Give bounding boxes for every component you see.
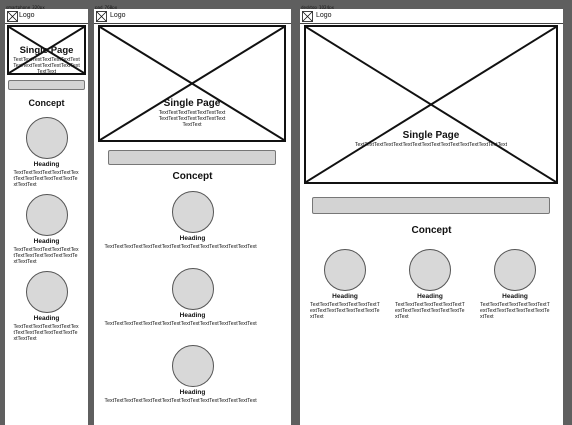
concept-heading: Concept bbox=[172, 171, 213, 182]
feature-item: Heading TextTextTextTextTextTextTextText… bbox=[94, 191, 291, 250]
feature-text: TextTextTextTextTextTextTextTextTextText… bbox=[310, 302, 380, 321]
content-bar[interactable] bbox=[8, 80, 85, 90]
feature-item: Heading TextTextTextTextTextTextTextText… bbox=[388, 249, 472, 321]
hero-text: TextTextTextTextTextTextTextTextTextText… bbox=[13, 56, 80, 75]
feature-text: TextTextTextTextTextTextTextTextTextText… bbox=[104, 244, 257, 250]
logo-text: Logo bbox=[19, 12, 35, 19]
feature-text: TextTextTextTextTextTextTextTextTextText… bbox=[13, 247, 79, 266]
header-divider bbox=[300, 23, 563, 24]
feature-heading: Heading bbox=[332, 293, 358, 300]
feature-item: Heading TextTextTextTextTextTextTextText… bbox=[5, 271, 88, 343]
artboard-label-large: desktop_1024px bbox=[301, 5, 335, 10]
feature-text: TextTextTextTextTextTextTextTextTextText… bbox=[104, 398, 257, 404]
feature-image-circle bbox=[25, 194, 68, 236]
hero-image-placeholder: Single Page TextTextTextTextTextTextText… bbox=[7, 25, 86, 75]
concept-heading: Concept bbox=[411, 225, 452, 236]
feature-text: TextTextTextTextTextTextTextTextTextText… bbox=[13, 170, 79, 189]
hero-text: TextTextTextTextTextTextTextTextTextText… bbox=[354, 142, 508, 148]
feature-image-circle bbox=[171, 345, 214, 387]
feature-text: TextTextTextTextTextTextTextTextTextText… bbox=[480, 302, 550, 321]
hero-image-placeholder: Single Page TextTextTextTextTextTextText… bbox=[98, 25, 286, 142]
feature-text: TextTextTextTextTextTextTextTextTextText… bbox=[104, 321, 257, 327]
feature-image-circle bbox=[324, 249, 366, 291]
feature-text: TextTextTextTextTextTextTextTextTextText… bbox=[395, 302, 465, 321]
feature-item: Heading TextTextTextTextTextTextTextText… bbox=[473, 249, 557, 321]
artboard-pad: Logo Single Page TextTextTextTextTextTex… bbox=[94, 9, 291, 425]
feature-heading: Heading bbox=[179, 312, 206, 319]
header-divider bbox=[94, 23, 291, 24]
feature-item: Heading TextTextTextTextTextTextTextText… bbox=[303, 249, 387, 321]
placeholder-cross-icon bbox=[100, 27, 284, 140]
placeholder-cross-icon bbox=[306, 27, 556, 182]
feature-heading: Heading bbox=[33, 238, 60, 245]
feature-image-circle bbox=[494, 249, 536, 291]
feature-image-circle bbox=[409, 249, 451, 291]
hero-text: TextTextTextTextTextTextTextTextTextText… bbox=[158, 110, 226, 129]
artboard-smartphone: Logo Single Page TextTextTextTextTextTex… bbox=[5, 9, 88, 425]
logo-text: Logo bbox=[110, 12, 126, 19]
feature-heading: Heading bbox=[33, 161, 60, 168]
hero-title: Single Page bbox=[163, 98, 221, 109]
feature-item: Heading TextTextTextTextTextTextTextText… bbox=[94, 345, 291, 404]
logo-placeholder-icon bbox=[96, 11, 107, 22]
logo-placeholder-icon bbox=[302, 11, 313, 22]
placeholder-cross-icon bbox=[9, 27, 84, 73]
feature-image-circle bbox=[171, 268, 214, 310]
feature-heading: Heading bbox=[33, 315, 60, 322]
artboard-desktop: Logo Single Page TextTextTextTextTextTex… bbox=[300, 9, 563, 425]
hero-image-placeholder: Single Page TextTextTextTextTextTextText… bbox=[304, 25, 558, 184]
feature-item: Heading TextTextTextTextTextTextTextText… bbox=[5, 117, 88, 189]
feature-heading: Heading bbox=[502, 293, 528, 300]
feature-item: Heading TextTextTextTextTextTextTextText… bbox=[5, 194, 88, 266]
feature-image-circle bbox=[25, 117, 68, 159]
hero-title: Single Page bbox=[19, 45, 74, 56]
feature-image-circle bbox=[171, 191, 214, 233]
hero-title: Single Page bbox=[402, 130, 460, 141]
content-bar[interactable] bbox=[108, 150, 276, 165]
artboard-label-medium: pad_768px bbox=[95, 5, 118, 10]
content-bar[interactable] bbox=[312, 197, 550, 214]
artboard-label-small: smartphone_320px bbox=[6, 5, 45, 10]
feature-heading: Heading bbox=[179, 235, 206, 242]
feature-item: Heading TextTextTextTextTextTextTextText… bbox=[94, 268, 291, 327]
feature-heading: Heading bbox=[179, 389, 206, 396]
logo-placeholder-icon bbox=[7, 11, 18, 22]
feature-text: TextTextTextTextTextTextTextTextTextText… bbox=[13, 324, 79, 343]
logo-text: Logo bbox=[316, 12, 332, 19]
feature-image-circle bbox=[25, 271, 68, 313]
concept-heading: Concept bbox=[28, 98, 65, 108]
feature-heading: Heading bbox=[417, 293, 443, 300]
header-divider bbox=[5, 23, 88, 24]
